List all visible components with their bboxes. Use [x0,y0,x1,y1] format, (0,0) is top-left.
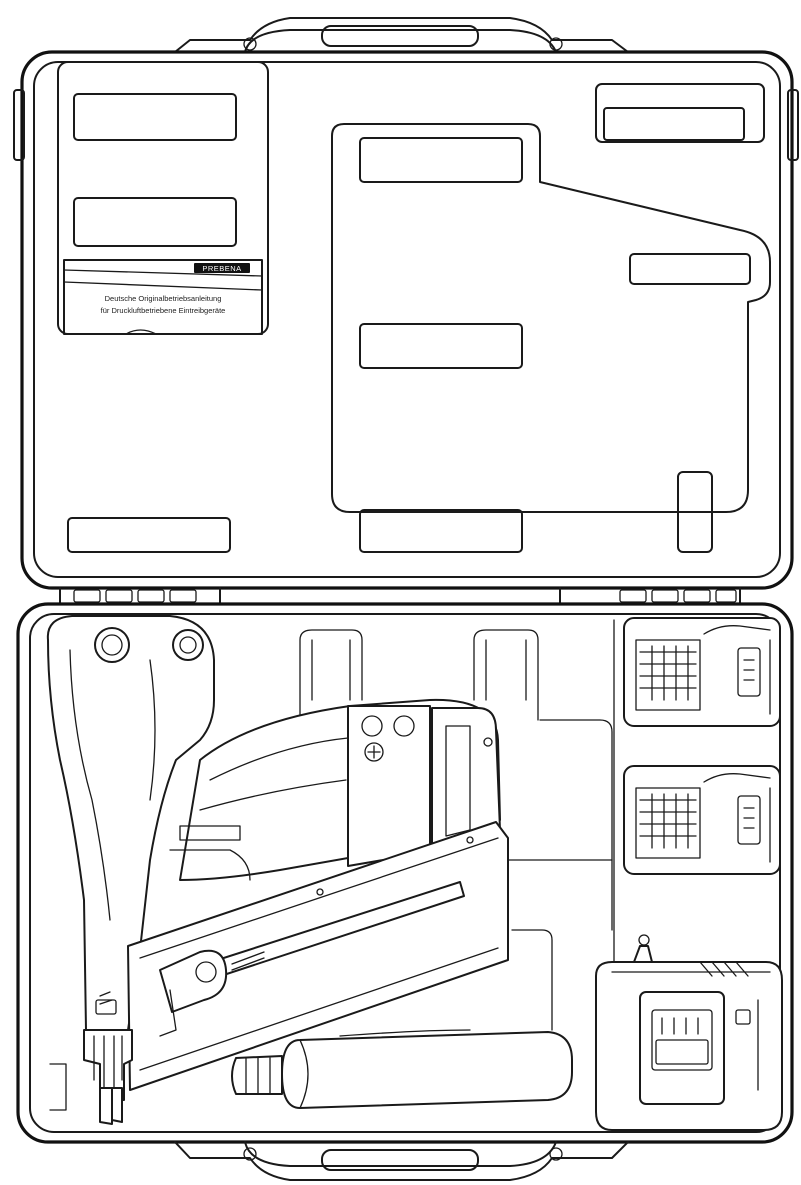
nailer-tool [46,615,509,1125]
hinge-row [59,587,741,605]
case-lid: PREBENA Deutsche Originalbetriebsanleitu… [13,50,799,590]
manual-title-line-2: für Druckluftbetriebene Eintreibgeräte [101,306,226,315]
battery-pack-2 [623,765,781,875]
lid-center-recess [331,123,771,513]
manual-title-line-1: Deutsche Originalbetriebsanleitung [105,294,222,303]
instruction-manual: PREBENA Deutsche Originalbetriebsanleitu… [63,259,263,335]
case-base [16,602,794,1144]
lid-handle [174,17,629,53]
gas-cartridge [231,1029,573,1109]
battery-charger [595,934,783,1131]
battery-pack-1 [623,617,781,727]
base-handle [174,1141,629,1181]
manual-brand: PREBENA [202,264,241,273]
